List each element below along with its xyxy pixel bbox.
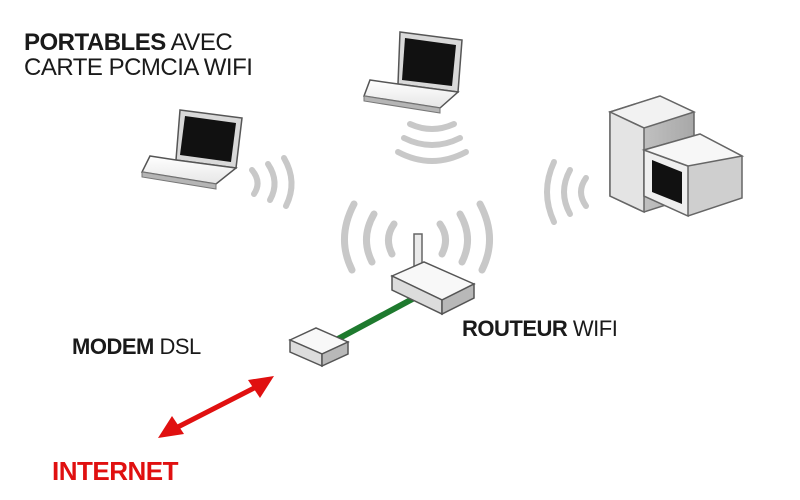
label-internet: INTERNET	[52, 456, 179, 486]
label-router-bold: ROUTEUR	[462, 316, 568, 341]
label-laptops-light: AVEC	[165, 29, 233, 56]
bidirectional-arrow-icon	[158, 376, 274, 438]
wifi-signal-icon	[249, 121, 589, 274]
label-router: ROUTEUR WIFI	[462, 316, 618, 341]
ethernet-link	[333, 293, 421, 343]
wifi-router-icon	[390, 233, 476, 316]
laptop-top-icon	[362, 31, 463, 114]
laptop-left-icon	[140, 109, 243, 190]
label-laptops: PORTABLES AVEC CARTE PCMCIA WIFI	[24, 29, 253, 81]
label-laptops-line2: CARTE PCMCIA WIFI	[24, 54, 253, 81]
label-laptops-bold: PORTABLES	[24, 29, 166, 56]
label-router-light: WIFI	[567, 316, 618, 341]
label-modem: MODEM DSL	[72, 336, 201, 358]
dsl-modem-icon	[288, 327, 350, 368]
label-modem-bold: MODEM	[72, 334, 154, 359]
desktop-computer-icon	[607, 95, 745, 218]
label-modem-light: DSL	[153, 334, 201, 359]
